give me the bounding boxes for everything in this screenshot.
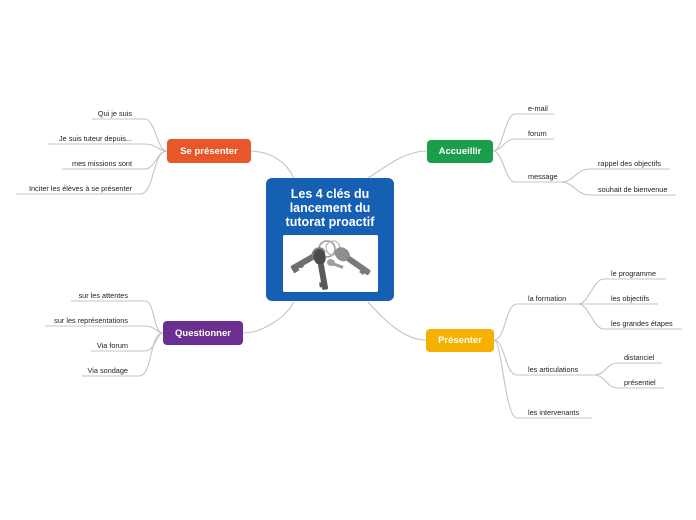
link-presenter <box>367 301 427 341</box>
leaf-missions[interactable]: mes missions sont <box>71 159 132 168</box>
central-topic[interactable]: Les 4 clés du lancement du tutorat proac… <box>266 178 394 301</box>
leaf-presentiel[interactable]: présentiel <box>624 378 656 387</box>
leaf-les-intervenants[interactable]: les intervenants <box>528 408 580 417</box>
branch-presenter-label: Présenter <box>438 335 482 346</box>
leaf-les-objectifs[interactable]: les objectifs <box>611 294 650 303</box>
leaf-les-articulations[interactable]: les articulations <box>528 365 579 374</box>
link-se-presenter <box>250 150 295 179</box>
keys-image <box>283 235 378 292</box>
branch-accueillir-label: Accueillir <box>438 146 482 157</box>
leaf-e-mail[interactable]: e-mail <box>528 104 548 113</box>
leaf-rappel-objectifs[interactable]: rappel des objectifs <box>598 159 661 168</box>
leaf-tuteur-depuis[interactable]: Je suis tuteur depuis... <box>58 134 132 143</box>
leaf-la-formation[interactable]: la formation <box>528 294 567 303</box>
leaf-souhait-bienvenue[interactable]: souhait de bienvenue <box>598 185 668 194</box>
branch-presenter[interactable]: Présenter <box>426 329 494 352</box>
branch-questionner-label: Questionner <box>175 327 231 339</box>
branch-se-presenter[interactable]: Se présenter <box>167 139 251 163</box>
leaf-sur-les-representations[interactable]: sur les représentations <box>54 316 128 325</box>
branch-se-presenter-label: Se présenter <box>180 145 238 157</box>
link-accueillir <box>367 150 428 179</box>
central-title-line-1: Les 4 clés du <box>290 187 370 201</box>
leaf-forum[interactable]: forum <box>528 129 547 138</box>
leaf-via-sondage[interactable]: Via sondage <box>87 366 128 375</box>
branch-accueillir[interactable]: Accueillir <box>427 140 493 163</box>
central-topic-title: Les 4 clés du lancement du tutorat proac… <box>270 187 390 229</box>
central-title-line-3: tutorat proactif <box>285 215 375 229</box>
leaf-qui-je-suis[interactable]: Qui je suis <box>97 109 132 118</box>
leaf-via-forum[interactable]: Via forum <box>96 341 128 350</box>
leaf-distanciel[interactable]: distanciel <box>624 353 655 362</box>
link-questionner <box>242 301 295 334</box>
leaf-sur-les-attentes[interactable]: sur les attentes <box>78 291 128 300</box>
leaf-le-programme[interactable]: le programme <box>611 269 657 278</box>
leaf-message[interactable]: message <box>528 172 558 181</box>
branch-questionner[interactable]: Questionner <box>163 321 243 345</box>
leaf-inciter-eleves[interactable]: Inciter les élèves à se présenter <box>28 184 132 193</box>
leaf-les-grandes-etapes[interactable]: les grandes étapes <box>611 319 673 328</box>
central-title-line-2: lancement du <box>289 201 371 215</box>
